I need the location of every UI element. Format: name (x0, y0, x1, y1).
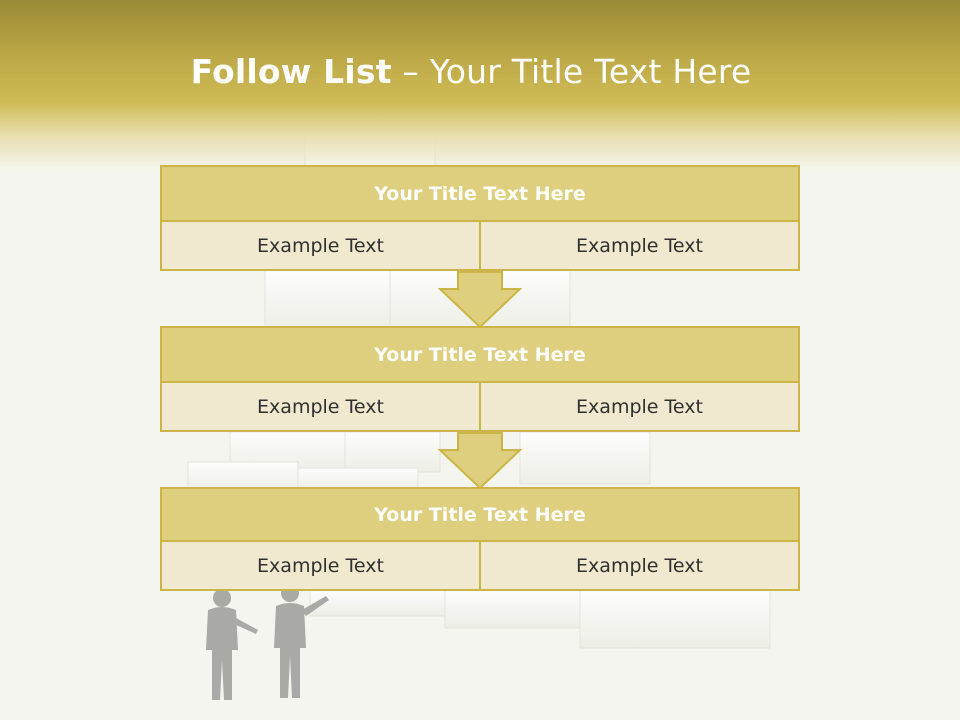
slide-title-rest: – Your Title Text Here (391, 52, 752, 91)
figures-illustration (206, 584, 329, 700)
slide-title-bold: Follow List (190, 52, 392, 91)
step-block-2: Your Title Text Here Example Text Exampl… (160, 326, 800, 432)
step-cell-left: Example Text (160, 222, 481, 271)
slide-title: Follow List – Your Title Text Here (0, 52, 942, 91)
down-arrow-icon (438, 271, 522, 329)
step-row: Example Text Example Text (160, 222, 800, 271)
step-cell-right: Example Text (481, 383, 800, 432)
step-title: Your Title Text Here (160, 165, 800, 222)
step-title: Your Title Text Here (160, 326, 800, 383)
down-arrow-icon (438, 432, 522, 490)
step-cell-left: Example Text (160, 542, 481, 591)
step-title: Your Title Text Here (160, 487, 800, 542)
step-block-3: Your Title Text Here Example Text Exampl… (160, 487, 800, 591)
step-block-1: Your Title Text Here Example Text Exampl… (160, 165, 800, 271)
step-row: Example Text Example Text (160, 542, 800, 591)
step-row: Example Text Example Text (160, 383, 800, 432)
step-cell-right: Example Text (481, 542, 800, 591)
step-cell-left: Example Text (160, 383, 481, 432)
step-cell-right: Example Text (481, 222, 800, 271)
title-banner (0, 0, 960, 170)
